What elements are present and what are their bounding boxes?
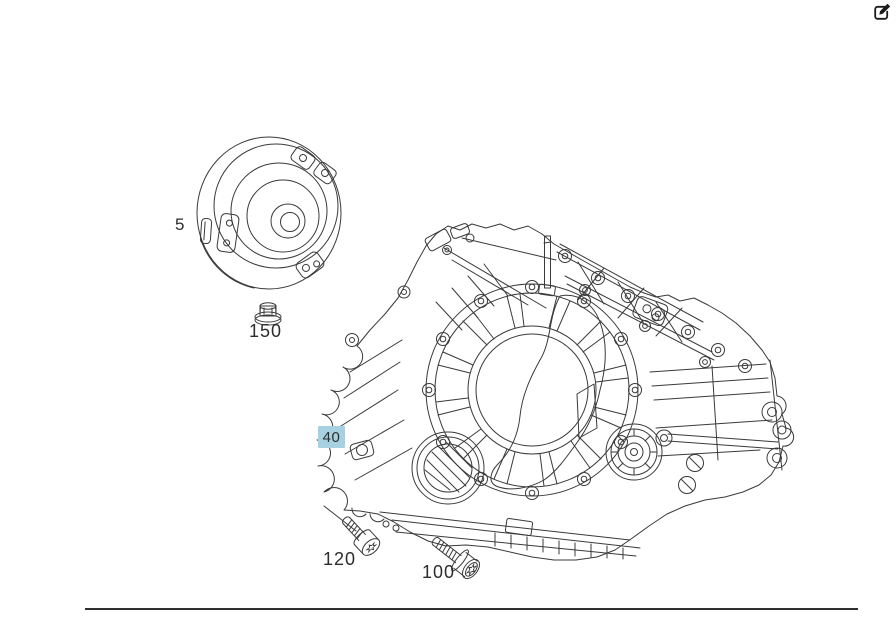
torque-converter-drawing bbox=[196, 136, 342, 290]
bolt-100-drawing bbox=[431, 536, 480, 580]
edit-icon bbox=[874, 3, 891, 20]
axle-seal-drawing bbox=[411, 431, 485, 505]
drain-plug-drawing bbox=[254, 302, 282, 326]
edit-button[interactable] bbox=[871, 2, 893, 24]
callout-100[interactable]: 100 bbox=[422, 562, 456, 582]
transmission-housing-drawing bbox=[316, 223, 795, 561]
footer-divider bbox=[85, 608, 858, 610]
callout-150[interactable]: 150 bbox=[249, 321, 283, 341]
dipstick-tube bbox=[544, 235, 551, 289]
output-bearing-drawing bbox=[605, 423, 663, 481]
callout-40[interactable]: 40 bbox=[318, 426, 345, 448]
callout-5[interactable]: 5 bbox=[175, 215, 186, 234]
ring-bolt-bosses bbox=[422, 280, 642, 500]
bolt-120-drawing bbox=[323, 505, 381, 556]
callout-120[interactable]: 120 bbox=[323, 549, 357, 569]
